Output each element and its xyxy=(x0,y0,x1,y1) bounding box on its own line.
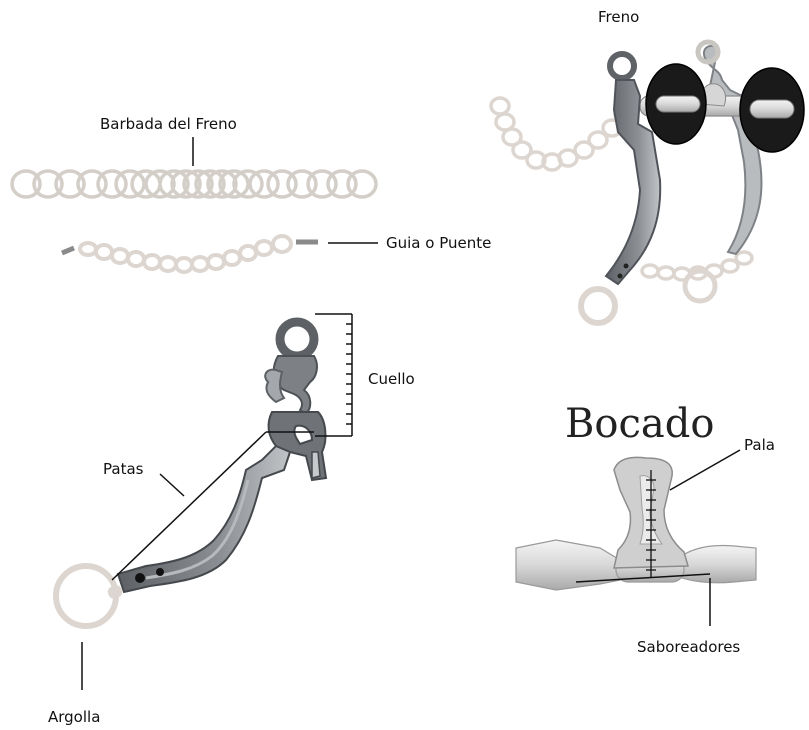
freno-label: Freno xyxy=(598,8,639,26)
patas-label: Patas xyxy=(103,460,144,478)
bocado-mouthpiece xyxy=(516,457,756,590)
bocado-title: Bocado xyxy=(565,401,714,447)
pala-label: Pala xyxy=(744,436,775,454)
guia-label: Guia o Puente xyxy=(386,234,491,252)
saboreadores-label: Saboreadores xyxy=(637,638,740,656)
barbada-label: Barbada del Freno xyxy=(100,115,237,133)
curb-chain xyxy=(12,171,376,197)
pala-leader-line xyxy=(670,450,740,490)
guia-chain xyxy=(62,236,318,272)
cuello-label: Cuello xyxy=(368,370,415,388)
freno-assembly xyxy=(491,42,804,323)
argolla-label: Argolla xyxy=(48,708,100,726)
shank-diagram xyxy=(56,322,326,626)
